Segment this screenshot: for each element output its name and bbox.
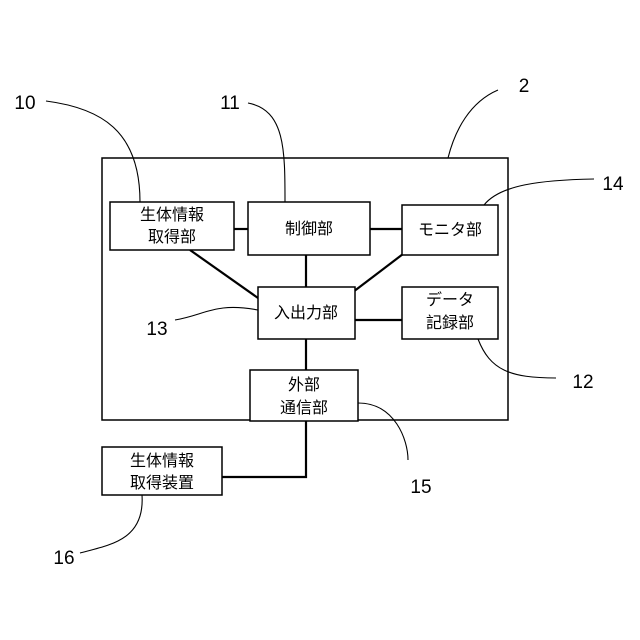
external-comm-unit-block: 外部 通信部 [250, 370, 358, 421]
ref-13: 13 [146, 319, 167, 340]
monitor-unit-label: モニタ部 [418, 220, 482, 239]
ref-15: 15 [410, 477, 431, 498]
leader-14 [484, 179, 594, 205]
io-unit-block: 入出力部 [258, 287, 355, 339]
link-monitor-to-io [353, 254, 403, 292]
control-unit-block: 制御部 [248, 202, 370, 255]
bio-acquisition-unit-label-line1: 生体情報 [140, 205, 204, 224]
ref-11: 11 [220, 93, 240, 114]
link-bio-to-io [190, 250, 258, 298]
bio-acquisition-device-block: 生体情報 取得装置 [102, 447, 222, 495]
control-unit-label: 制御部 [285, 219, 333, 238]
ref-12: 12 [572, 372, 593, 393]
bio-acquisition-unit-block: 生体情報 取得部 [110, 202, 234, 250]
io-unit-label: 入出力部 [274, 303, 338, 322]
ref-14: 14 [602, 174, 624, 195]
data-recording-unit-label-line2: 記録部 [426, 313, 474, 332]
leader-15 [358, 403, 408, 460]
bio-acquisition-device-label-line2: 取得装置 [130, 473, 194, 492]
leader-10 [46, 101, 140, 202]
ref-16: 16 [53, 548, 74, 569]
leader-11 [248, 103, 285, 202]
bio-acquisition-unit-label-line2: 取得部 [148, 227, 196, 246]
leader-13 [175, 307, 258, 320]
data-recording-unit-block: データ 記録部 [402, 287, 498, 339]
leader-2 [448, 90, 498, 158]
external-comm-unit-label-line2: 通信部 [280, 398, 328, 417]
ref-10: 10 [14, 93, 35, 114]
leader-16 [80, 495, 142, 553]
link-comm-to-device [222, 421, 306, 477]
leader-12 [478, 339, 556, 378]
bio-acquisition-device-label-line1: 生体情報 [130, 451, 194, 470]
external-comm-unit-label-line1: 外部 [288, 375, 320, 394]
ref-2: 2 [519, 76, 530, 97]
monitor-unit-block: モニタ部 [402, 205, 498, 255]
data-recording-unit-label-line1: データ [426, 290, 474, 309]
